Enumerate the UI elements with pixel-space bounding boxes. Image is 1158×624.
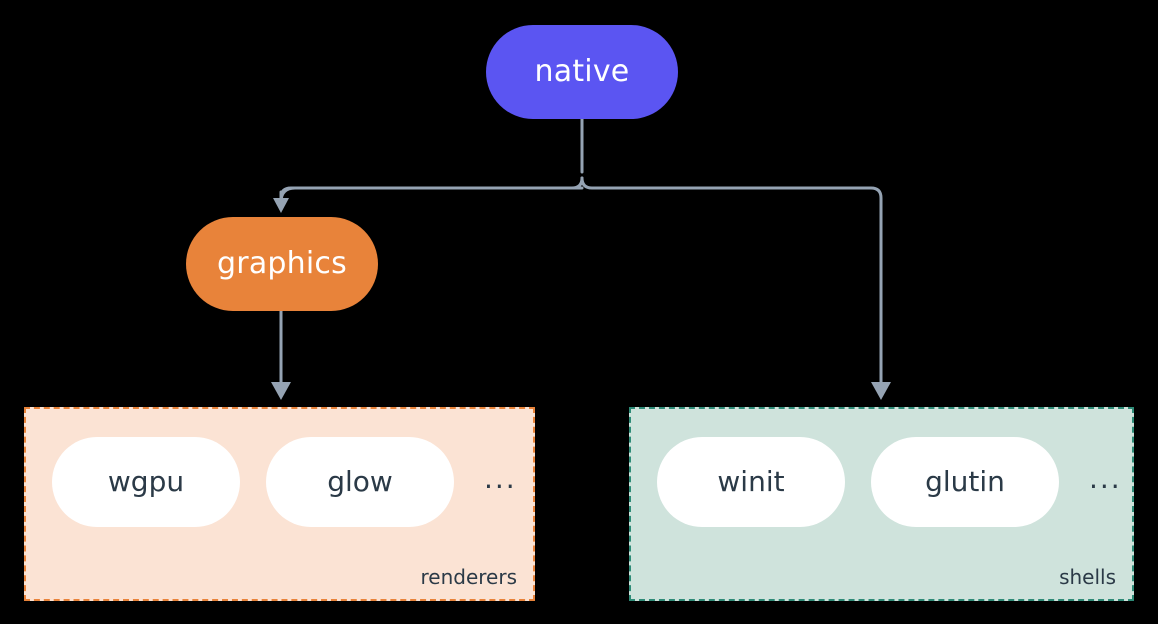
node-graphics[interactable]: graphics [186,217,378,311]
item-wgpu-label: wgpu [107,465,185,498]
node-native[interactable]: native [486,25,678,119]
item-glutin[interactable]: glutin [871,437,1059,527]
group-shells-items: winit glutin ... [657,437,1122,527]
edge-native-split [279,117,584,203]
item-wgpu[interactable]: wgpu [52,437,240,527]
item-winit-label: winit [717,465,785,498]
renderers-ellipsis: ... [484,462,517,495]
shells-ellipsis: ... [1089,462,1122,495]
arrowhead-graphics [273,198,289,213]
item-winit[interactable]: winit [657,437,845,527]
group-shells-label: shells [1059,565,1116,589]
node-native-label: native [534,54,630,89]
arrowhead-shells [871,382,891,400]
arrowhead-renderers [271,382,291,400]
edge-native-to-shells [580,176,883,384]
group-renderers-label: renderers [420,565,518,589]
node-graphics-label: graphics [217,246,347,281]
item-glow-label: glow [327,465,393,498]
group-shells[interactable]: winit glutin ... shells [629,407,1134,601]
group-renderers[interactable]: wgpu glow ... renderers [24,407,535,601]
edge-native-to-graphics [279,176,584,199]
group-renderers-items: wgpu glow ... [52,437,517,527]
item-glutin-label: glutin [925,465,1005,498]
item-glow[interactable]: glow [266,437,454,527]
